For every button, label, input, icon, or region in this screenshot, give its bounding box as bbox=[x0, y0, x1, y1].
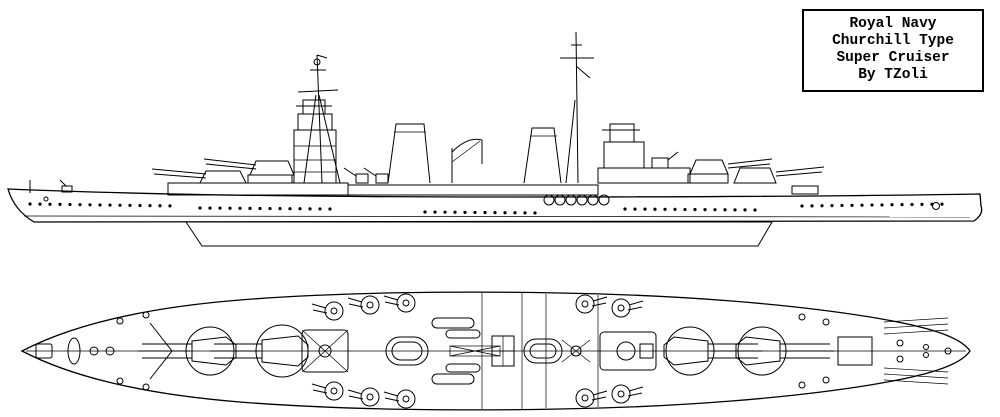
funnel-2-plan bbox=[523, 338, 563, 364]
aft-superstructure-side bbox=[597, 123, 691, 184]
funnel-2-side bbox=[523, 127, 562, 184]
side-hull-bulge bbox=[185, 221, 773, 247]
aft-director bbox=[609, 123, 635, 143]
ship-plan-view bbox=[20, 291, 971, 411]
bow-gun-mount bbox=[59, 179, 73, 193]
title-line-navy: Royal Navy bbox=[849, 16, 937, 32]
secondary-mounts-forward-plan bbox=[311, 293, 416, 409]
stern-rails-plan bbox=[883, 317, 952, 385]
funnel-1-side bbox=[387, 123, 431, 184]
secondary-gun-mounts-side bbox=[343, 167, 389, 184]
mainmast bbox=[560, 31, 594, 184]
y-turret-side bbox=[733, 166, 825, 184]
anchor-fitting bbox=[43, 196, 49, 202]
side-waterline bbox=[23, 215, 971, 218]
secondary-mounts-aft-plan bbox=[575, 294, 644, 408]
bridge-tower bbox=[293, 99, 337, 184]
title-line-class: Churchill Type bbox=[832, 33, 954, 49]
title-line-type: Super Cruiser bbox=[836, 50, 950, 66]
main-director bbox=[302, 99, 326, 115]
forecastle-deckhouse bbox=[167, 182, 349, 196]
ship-side-profile bbox=[7, 31, 983, 247]
y-turret-plan bbox=[735, 326, 834, 376]
aft-deckhouse-small bbox=[791, 185, 819, 195]
stern-fitting bbox=[932, 202, 940, 210]
transverse-deck-lines bbox=[481, 293, 599, 409]
b-turret-side bbox=[203, 158, 295, 184]
midship-deckhouse bbox=[347, 184, 599, 196]
mainmast-plan bbox=[561, 339, 591, 363]
aft-hatch bbox=[837, 336, 873, 366]
midship-hatch bbox=[491, 335, 515, 367]
x-turret-side bbox=[687, 158, 773, 184]
x-turret-plan bbox=[663, 326, 762, 376]
title-line-credit: By TZoli bbox=[858, 67, 928, 83]
foremast-tripod bbox=[297, 54, 341, 184]
aft-superstructure-plan bbox=[599, 331, 657, 371]
porthole-row-midship bbox=[423, 210, 542, 215]
plan-aft-fittings bbox=[798, 313, 873, 389]
bridge-plan bbox=[301, 329, 349, 373]
funnel-1-plan bbox=[385, 336, 429, 366]
boats-plan bbox=[431, 317, 481, 385]
title-box: Royal Navy Churchill Type Super Cruiser … bbox=[802, 9, 984, 92]
b-turret-plan bbox=[210, 324, 309, 378]
boat-crane-side bbox=[451, 138, 483, 183]
a-turret-side bbox=[151, 168, 247, 184]
